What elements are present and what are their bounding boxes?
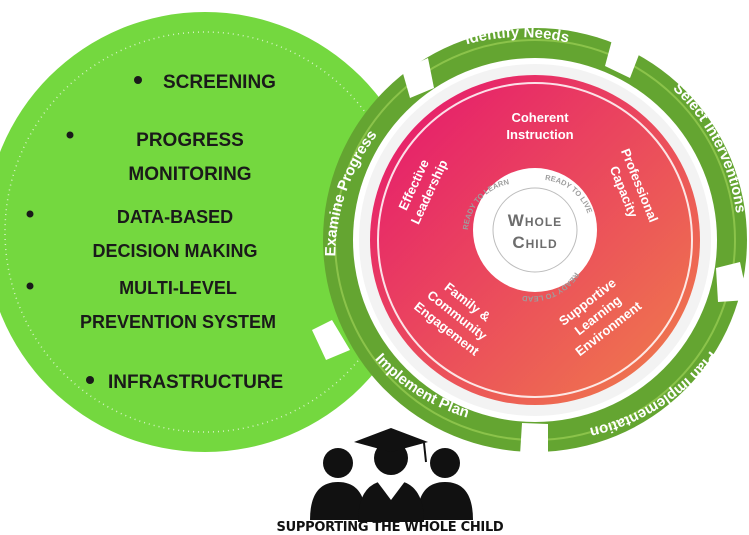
svg-text:SCREENING: SCREENING xyxy=(163,72,276,93)
students-graduate-icon xyxy=(310,428,473,522)
svg-text:Instruction: Instruction xyxy=(506,127,573,142)
center-title-line1: Whole xyxy=(508,211,562,230)
center-title-line2: Child xyxy=(512,233,557,252)
list-item-progress-monitoring: PROGRESS MONITORING xyxy=(66,130,252,185)
svg-text:INFRASTRUCTURE: INFRASTRUCTURE xyxy=(108,372,283,393)
svg-text:DATA-BASED: DATA-BASED xyxy=(117,207,233,227)
svg-text:MONITORING: MONITORING xyxy=(128,164,251,185)
svg-text:MULTI-LEVEL: MULTI-LEVEL xyxy=(119,278,237,298)
svg-text:DECISION MAKING: DECISION MAKING xyxy=(92,241,257,261)
bullet-icon xyxy=(26,282,34,290)
bullet-icon xyxy=(26,210,34,218)
list-item-screening: SCREENING xyxy=(134,72,276,93)
bullet-icon xyxy=(86,376,94,384)
svg-text:PROGRESS: PROGRESS xyxy=(136,130,244,151)
cycle-arrow-dividers xyxy=(312,40,748,455)
bullet-icon xyxy=(134,76,142,84)
list-item-data-based-decision-making: DATA-BASED DECISION MAKING xyxy=(26,207,258,261)
segment-coherent-instruction: Coherent Instruction xyxy=(506,110,573,142)
footer-caption: SUPPORTING THE WHOLE CHILD xyxy=(277,520,504,535)
core-white-ring xyxy=(377,82,693,398)
svg-text:PREVENTION SYSTEM: PREVENTION SYSTEM xyxy=(80,312,276,332)
svg-text:Coherent: Coherent xyxy=(511,110,569,125)
center-inner-circle xyxy=(492,187,578,273)
bullet-icon xyxy=(66,131,74,139)
list-item-infrastructure: INFRASTRUCTURE xyxy=(86,372,283,393)
list-item-multi-level-prevention-system: MULTI-LEVEL PREVENTION SYSTEM xyxy=(26,278,276,332)
